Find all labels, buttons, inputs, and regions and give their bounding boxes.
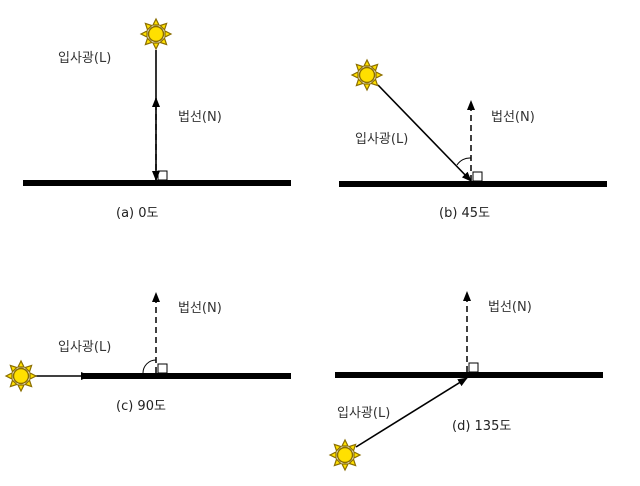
panel-caption: (a) 0도 <box>116 206 159 221</box>
panel-a: 입사광(L) 법선(N) (a) 0도 <box>23 18 291 221</box>
incident-label: 입사광(L) <box>58 51 111 66</box>
incident-label: 입사광(L) <box>58 340 111 355</box>
sun-icon <box>140 18 172 50</box>
right-angle-mark <box>157 363 168 374</box>
panel-b: 입사광(L) 법선(N) (b) 45도 <box>339 59 607 221</box>
normal-label: 법선(N) <box>178 301 222 316</box>
normal-label: 법선(N) <box>488 300 532 315</box>
angle-arc <box>142 359 157 374</box>
panel-caption: (d) 135도 <box>452 419 511 434</box>
panel-c: 입사광(L) 법선(N) (c) 90도 <box>5 292 291 414</box>
sun-icon <box>329 439 361 471</box>
normal-label: 법선(N) <box>491 110 535 125</box>
right-angle-mark <box>468 362 479 373</box>
incident-label: 입사광(L) <box>355 132 408 147</box>
incident-label: 입사광(L) <box>337 406 390 421</box>
right-angle-mark <box>157 170 168 181</box>
normal-label: 법선(N) <box>178 110 222 125</box>
incident-ray <box>355 377 468 448</box>
right-angle-mark <box>472 171 483 182</box>
sun-icon <box>5 360 37 392</box>
panel-caption: (b) 45도 <box>439 206 490 221</box>
angle-arc <box>456 157 472 166</box>
incident-ray <box>377 84 472 182</box>
panel-d: 입사광(L) 법선(N) (d) 135도 <box>329 291 603 471</box>
sun-icon <box>351 59 383 91</box>
panel-caption: (c) 90도 <box>116 399 166 414</box>
